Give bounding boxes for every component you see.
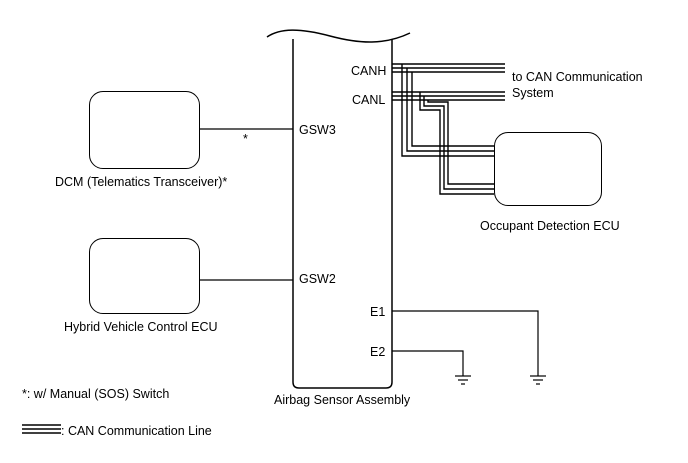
dcm-box bbox=[89, 91, 200, 169]
e1-wire bbox=[392, 310, 539, 376]
pin-gsw3-label: GSW3 bbox=[299, 123, 336, 137]
pin-canh-label: CANH bbox=[351, 64, 387, 78]
ground-symbol-e2 bbox=[455, 375, 471, 385]
occupant-detection-ecu-label: Occupant Detection ECU bbox=[480, 219, 620, 233]
pin-gsw2-label: GSW2 bbox=[299, 272, 336, 286]
airbag-sensor-assembly-label: Airbag Sensor Assembly bbox=[274, 393, 411, 407]
pin-e1-label: E1 bbox=[370, 305, 386, 319]
break-line bbox=[266, 29, 411, 43]
airbag-sensor-assembly-box bbox=[292, 39, 393, 389]
footnote: *: w/ Manual (SOS) Switch bbox=[22, 387, 170, 401]
dcm-wire-mark: * bbox=[243, 132, 248, 146]
pin-e2-label: E2 bbox=[370, 345, 386, 359]
ground-symbol-e1 bbox=[530, 375, 546, 385]
pin-canl-label: CANL bbox=[352, 93, 386, 107]
e2-wire bbox=[392, 350, 464, 376]
hybrid-vehicle-ecu-box bbox=[89, 238, 200, 314]
hybrid-vehicle-ecu-label: Hybrid Vehicle Control ECU bbox=[64, 320, 218, 334]
legend-text: : CAN Communication Line bbox=[61, 424, 212, 438]
canl-bus bbox=[392, 91, 505, 195]
can-system-label-line2: System bbox=[512, 86, 554, 100]
occupant-detection-ecu-box bbox=[494, 132, 602, 206]
can-system-label-line1: to CAN Communication bbox=[512, 70, 643, 84]
dcm-label: DCM (Telematics Transceiver)* bbox=[55, 175, 228, 189]
legend-line bbox=[22, 424, 61, 434]
